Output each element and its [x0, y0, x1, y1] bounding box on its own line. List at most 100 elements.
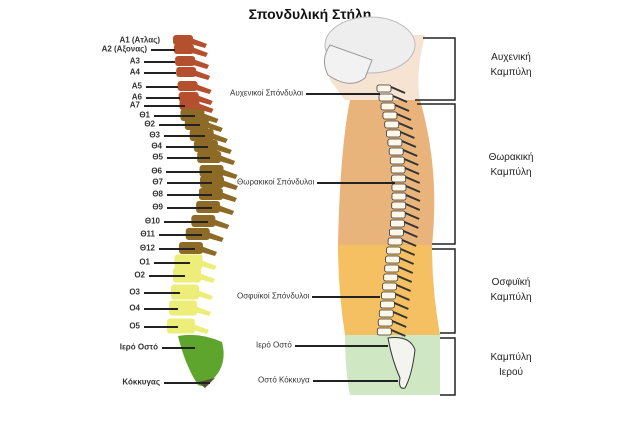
leader-line [144, 292, 180, 294]
vertebra-label: Κόκκυγας [122, 377, 160, 387]
diagram-title: Σπονδυλική Στήλη [248, 6, 372, 22]
vertebra [388, 228, 404, 237]
vertebra [175, 56, 196, 66]
vertebra [173, 267, 201, 283]
colored-spine [166, 35, 238, 388]
vertebra-label: O2 [134, 270, 145, 280]
vertebra-label: A1 (Ατλας) [119, 35, 160, 45]
vertebra-label: Θ7 [152, 177, 163, 187]
leader-line [144, 61, 175, 63]
side-spine [376, 84, 421, 389]
leader-line [154, 115, 195, 117]
spinous-process [392, 311, 408, 319]
leader-line [149, 275, 185, 277]
vertebra [390, 219, 405, 228]
vertebra [170, 284, 199, 300]
spinous-process [194, 70, 211, 80]
spinous-process [396, 284, 412, 292]
vertebra [176, 67, 197, 77]
spinous-process [405, 194, 421, 202]
leader-line [164, 221, 208, 223]
spinous-process [191, 47, 208, 57]
vertebra-label: Θ12 [139, 243, 155, 253]
vertebra [173, 35, 193, 45]
vertebra-label: Θ10 [144, 216, 160, 226]
region-label: Θωρακικοί Σπόνδυλοι [237, 177, 315, 187]
spinous-process [195, 306, 212, 316]
spinous-process [405, 203, 421, 211]
vertebra-label: Θ4 [151, 141, 162, 151]
vertebra-label: A6 [131, 92, 142, 102]
spinous-process [398, 266, 414, 274]
leader-line [144, 72, 176, 74]
leader-line [164, 382, 210, 384]
leader-line [166, 146, 208, 148]
spinous-process [396, 113, 412, 121]
spinous-process [206, 122, 223, 132]
vertebra-label: Θ5 [152, 152, 163, 162]
leader-line [144, 326, 178, 328]
vertebra-label: A4 [129, 67, 140, 77]
spinous-process [200, 260, 217, 270]
vertebra [381, 291, 396, 300]
leader-line [154, 262, 190, 264]
vertebra [384, 264, 400, 273]
vertebra [387, 138, 403, 147]
vertebra-label: Ιερό Οστό [119, 342, 158, 352]
vertebra [382, 282, 398, 291]
vertebra [384, 120, 400, 129]
spinous-process [202, 113, 219, 123]
region-label: Ιερό Οστό [256, 340, 292, 350]
leader-line [146, 86, 178, 88]
leader-line [313, 380, 398, 382]
vertebra [386, 129, 401, 138]
spinous-process [193, 59, 210, 69]
vertebra-label: O3 [129, 287, 140, 297]
spinous-process [399, 257, 414, 265]
vertebra-label: A2 (Αξονας) [101, 44, 147, 54]
vertebra [378, 309, 394, 318]
spinous-process [192, 324, 209, 334]
vertebra [386, 246, 402, 255]
leader-line [166, 171, 212, 173]
vertebra-label: Θ1 [139, 110, 150, 120]
spinous-process [199, 273, 215, 283]
region-label: Αυχενικοί Σπόνδυλοι [230, 88, 304, 98]
spinous-process [220, 192, 237, 202]
leader-line [159, 248, 195, 250]
leader-line [159, 234, 202, 236]
spinous-process [402, 230, 418, 238]
vertebra [166, 318, 195, 334]
spinous-process [404, 167, 420, 175]
vertebra-label: Θ11 [140, 229, 155, 239]
spinous-process [221, 169, 238, 179]
spinous-process [218, 205, 235, 215]
spinous-process [392, 95, 408, 103]
spinous-process [196, 95, 213, 105]
spinous-process [215, 144, 232, 154]
spinous-process [405, 176, 421, 184]
spinous-process [403, 158, 419, 166]
vertebra-label: A7 [129, 100, 140, 110]
vertebra [391, 183, 407, 192]
leader-line [164, 135, 205, 137]
vertebra-label: O4 [129, 303, 140, 313]
spinous-process [391, 320, 407, 328]
leader-line [312, 296, 380, 298]
leader-line [144, 308, 178, 310]
sacrum [387, 337, 416, 389]
leader-line [306, 93, 380, 95]
vertebra [378, 93, 394, 102]
leader-line [144, 105, 185, 107]
vertebra [391, 201, 407, 210]
vertebra [173, 44, 194, 54]
leader-line [167, 157, 210, 159]
spinous-process [395, 293, 410, 301]
vertebra [387, 237, 403, 246]
region-label: Οστό Κόκκυγα [258, 375, 310, 385]
spinous-process [397, 275, 413, 283]
